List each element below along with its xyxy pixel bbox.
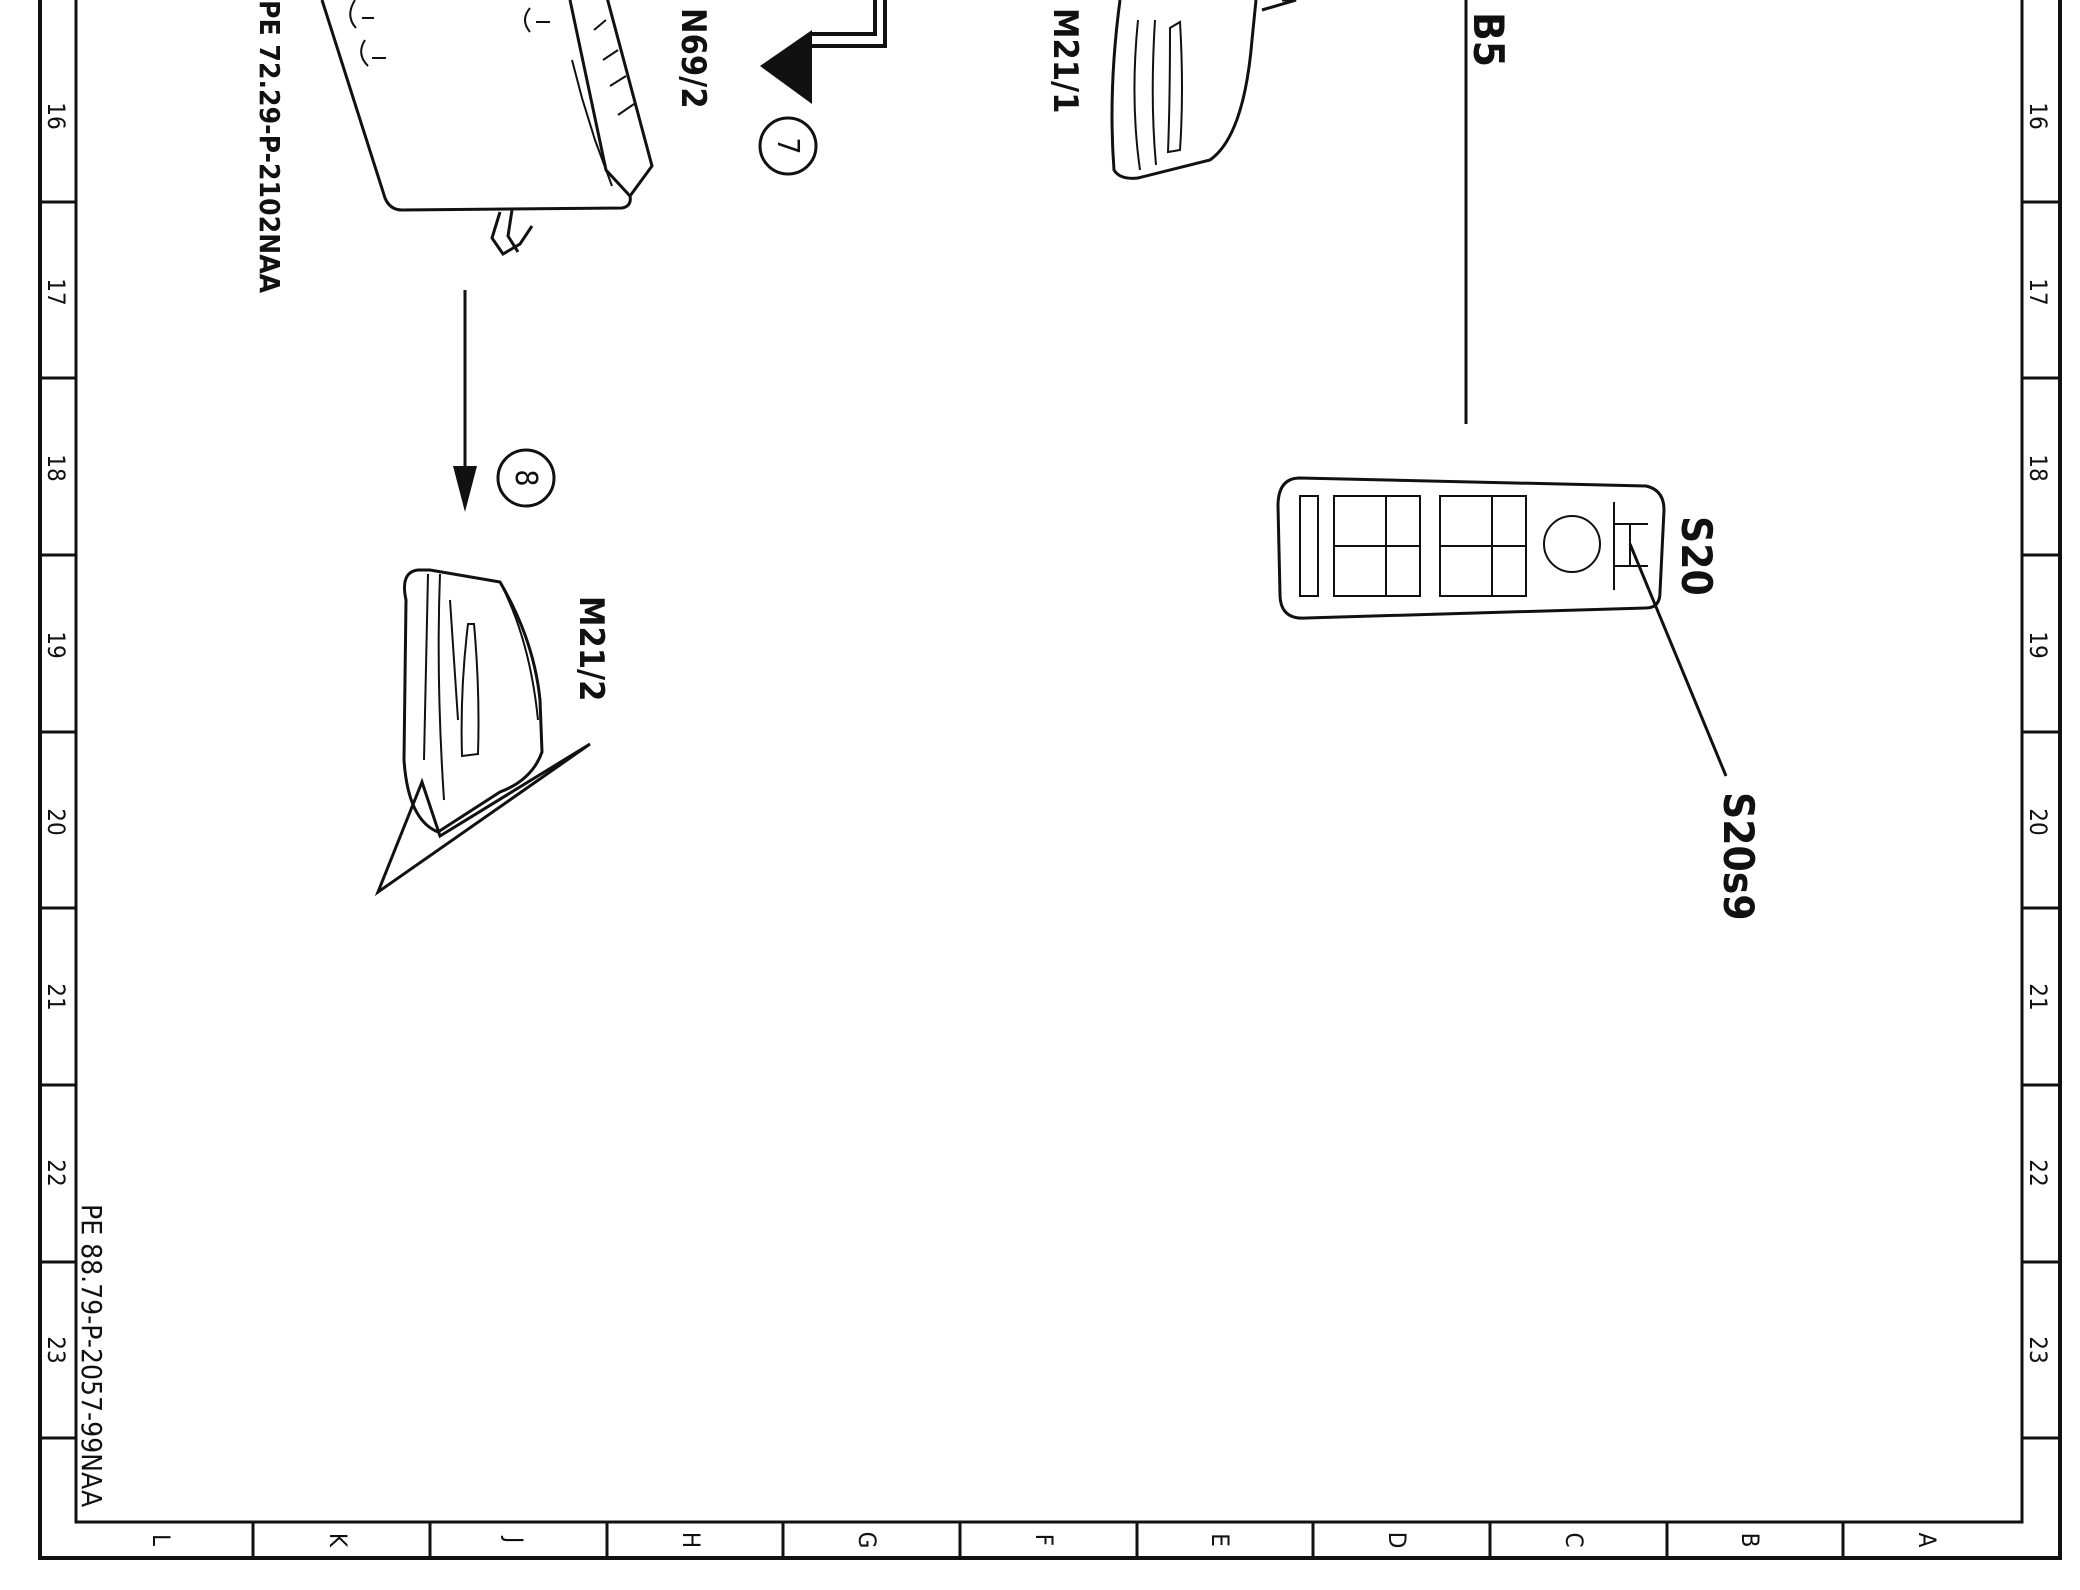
row-number-left-16: 16 bbox=[42, 102, 70, 129]
row-number-right-17: 17 bbox=[2024, 278, 2052, 305]
row-number-left-18: 18 bbox=[42, 454, 70, 481]
row-numbers-right: 16 17 18 19 20 21 22 23 bbox=[2024, 102, 2052, 1363]
column-letter-a: A bbox=[1913, 1533, 1941, 1548]
s20s9-leader-line bbox=[1628, 543, 1728, 777]
row-number-right-18: 18 bbox=[2024, 454, 2052, 481]
column-ticks bbox=[251, 1522, 1845, 1558]
control-unit-n69-2-drawing bbox=[320, 0, 654, 257]
row-numbers-left: 16 17 18 19 20 21 22 23 bbox=[42, 102, 70, 1363]
column-letter-c: C bbox=[1560, 1532, 1588, 1547]
mirror-m21-2-drawing bbox=[374, 568, 591, 897]
row-number-right-23: 23 bbox=[2024, 1336, 2052, 1363]
row-number-left-17: 17 bbox=[42, 278, 70, 305]
column-letter-g: G bbox=[853, 1532, 881, 1549]
row-number-left-22: 22 bbox=[42, 1159, 70, 1186]
row-number-right-16: 16 bbox=[2024, 102, 2052, 129]
mirror-m21-1-drawing bbox=[1110, 0, 1297, 180]
row-number-right-22: 22 bbox=[2024, 1159, 2052, 1186]
m21-2-label: M21/2 bbox=[571, 596, 611, 701]
column-letter-d: D bbox=[1383, 1532, 1411, 1549]
s20s9-label: S20s9 bbox=[1714, 792, 1763, 921]
column-letter-h: H bbox=[677, 1532, 705, 1548]
switch-s20-drawing bbox=[1276, 476, 1728, 777]
arrow-7-head bbox=[760, 30, 812, 104]
row-number-right-20: 20 bbox=[2024, 808, 2052, 835]
inner-border bbox=[74, 0, 2024, 1524]
callout-7-circle bbox=[758, 116, 818, 176]
row-number-left-23: 23 bbox=[42, 1336, 70, 1363]
drawing-frame bbox=[38, 0, 2062, 1560]
b5-label: B5 bbox=[1464, 12, 1513, 67]
sheet-reference: PE 88.79-P-2057-99NAA bbox=[75, 1204, 108, 1508]
arrow-7: 7 bbox=[758, 0, 887, 176]
m21-1-label: M21/1 bbox=[1045, 8, 1085, 113]
column-letter-j: J bbox=[500, 1535, 528, 1543]
row-number-left-21: 21 bbox=[42, 983, 70, 1010]
row-number-right-21: 21 bbox=[2024, 983, 2052, 1010]
callout-7: 7 bbox=[770, 137, 805, 154]
column-letter-b: B bbox=[1736, 1533, 1764, 1548]
callout-8-circle bbox=[496, 448, 556, 508]
callout-8: 8 bbox=[508, 469, 543, 486]
row-number-left-19: 19 bbox=[42, 631, 70, 658]
arrow-8: 8 bbox=[453, 290, 556, 512]
arrow-8-head bbox=[453, 466, 477, 512]
column-letter-l: L bbox=[147, 1534, 175, 1546]
n69-2-label: N69/2 bbox=[673, 8, 713, 109]
column-letter-f: F bbox=[1030, 1534, 1058, 1546]
column-letter-k: K bbox=[324, 1533, 352, 1548]
row-number-right-19: 19 bbox=[2024, 631, 2052, 658]
outer-border bbox=[38, 0, 2062, 1560]
row-ticks bbox=[40, 200, 2060, 1440]
column-letters: L K J H G F E D C B A bbox=[147, 1532, 1941, 1549]
n69-2-reference: PE 72.29-P-2102NAA bbox=[253, 0, 286, 294]
row-number-left-20: 20 bbox=[42, 808, 70, 835]
s20-label: S20 bbox=[1672, 516, 1721, 596]
column-letter-e: E bbox=[1206, 1533, 1234, 1547]
